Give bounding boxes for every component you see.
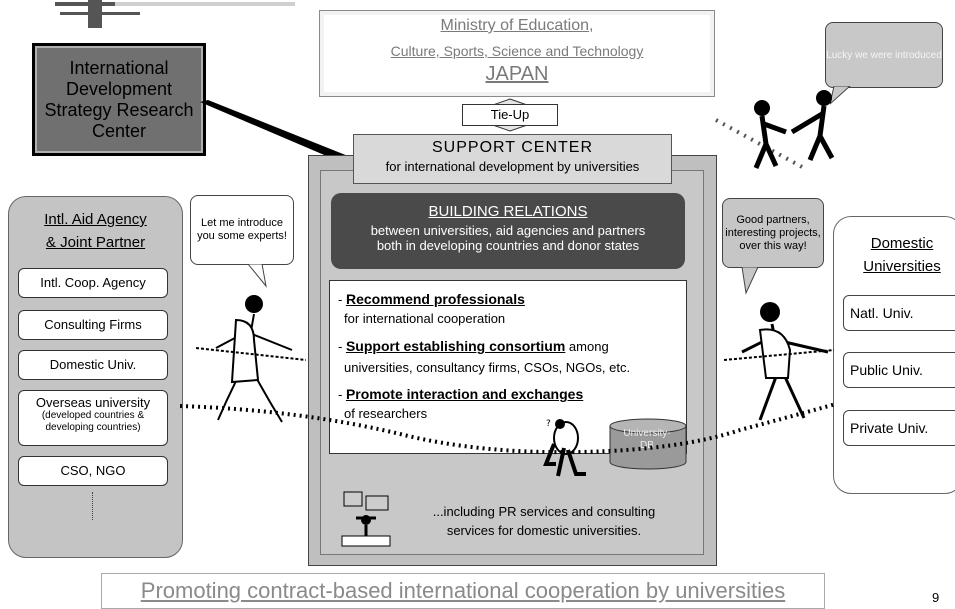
left-item-consulting-label: Consulting Firms [44,317,142,332]
callout-left-tail [247,264,267,288]
callout-right-text: Good partners, interesting projects, ove… [725,213,821,252]
support-center-title: SUPPORT CENTER [432,139,593,156]
page-number: 9 [932,590,940,605]
service-consortium-rest: among [565,339,609,354]
tie-up-label: Tie-Up [490,107,530,122]
service-item-recommend: - Recommend professionals [338,291,525,307]
pr-services-line-1: ...including PR services and consulting [432,504,656,519]
aid-agency-title: Intl. Aid Agency & Joint Partner [8,208,183,254]
support-center-subtitle: for international development by univers… [385,159,640,174]
building-relations-title: BUILDING RELATIONS [428,203,588,220]
service-item-consortium: - Support establishing consortium among [338,338,609,354]
right-item-public-univ: Public Univ. [843,352,955,388]
service-promote-desc: of researchers [344,406,428,421]
aid-agency-title-line-1: Intl. Aid Agency [44,211,147,228]
left-tug-person-icon [196,295,306,423]
right-tug-person-icon [724,302,834,421]
research-connector [200,100,358,166]
left-item-intl-coop: Intl. Coop. Agency [18,268,168,298]
footer-title: Promoting contract-based international c… [101,573,825,609]
ministry-line-1: Ministry of Education, [440,17,594,34]
left-item-consulting: Consulting Firms [18,310,168,340]
left-item-overseas-note: (developed countries & developing countr… [41,410,145,433]
building-relations-line-1: between universities, aid agencies and p… [370,223,646,238]
university-db-icon [609,418,687,470]
ministry-box: Ministry of Education, Culture, Sports, … [319,10,715,97]
building-relations-line-2: both in developing countries and donor s… [376,238,640,253]
services-box: - Recommend professionals for internatio… [329,280,687,454]
service-recommend-desc: for international cooperation [344,311,506,326]
left-item-domestic-univ-label: Domestic Univ. [49,357,137,372]
service-consortium-title: Support establishing consortium [345,338,566,354]
callout-top-right-tail [830,86,851,105]
right-item-natl-univ: Natl. Univ. [843,295,955,331]
tie-up-box: Tie-Up [462,104,558,126]
svg-text:?: ? [546,419,551,429]
left-item-cso-ngo-label: CSO, NGO [60,463,126,478]
aid-agency-title-line-2: & Joint Partner [45,234,146,251]
left-item-domestic-univ: Domestic Univ. [18,350,168,380]
domestic-universities-title-line-1: Domestic [870,235,934,252]
left-item-overseas-label: Overseas university [35,395,151,410]
pr-services-icon [341,491,391,547]
left-item-cso-ngo: CSO, NGO [18,456,168,486]
callout-left-text: Let me introduce you some experts! [197,217,287,242]
phone-person-icon: ? [543,419,586,477]
support-center-header: SUPPORT CENTER for international develop… [353,134,672,184]
building-relations-box: BUILDING RELATIONS between universities,… [331,193,685,269]
handshake-figures-icon [715,90,835,170]
callout-left: Let me introduce you some experts! [190,195,294,265]
service-recommend-title: Recommend professionals [345,291,525,307]
left-list-ellipsis [92,492,93,520]
right-item-public-univ-label: Public Univ. [850,362,923,378]
callout-top-right-text: Lucky we were introduced [826,49,942,61]
university-db-label: University-DB [623,428,671,451]
research-center-label: International Development Strategy Resea… [44,57,194,141]
domestic-universities-title: Domestic Universities [852,232,952,278]
callout-top-right: Lucky we were introduced [825,22,943,88]
pr-services-line-2: services for domestic universities. [446,523,642,538]
pr-services-text: ...including PR services and consulting … [400,502,688,540]
service-consortium-desc: universities, consultancy firms, CSOs, N… [344,360,631,375]
right-item-natl-univ-label: Natl. Univ. [850,305,914,321]
right-item-private-univ: Private Univ. [843,410,955,446]
domestic-universities-title-line-2: Universities [863,258,941,275]
research-center-box: International Development Strategy Resea… [32,43,206,156]
left-item-intl-coop-label: Intl. Coop. Agency [40,275,146,290]
ministry-line-2: Culture, Sports, Science and Technology [390,43,644,59]
callout-right: Good partners, interesting projects, ove… [722,198,824,268]
callout-right-tail [741,267,759,295]
left-item-overseas: Overseas university (developed countries… [18,390,168,446]
rope-connector [180,402,837,455]
service-promote-title: Promote interaction and exchanges [345,386,584,402]
service-item-promote: - Promote interaction and exchanges [338,386,584,402]
ministry-line-3: JAPAN [485,63,549,85]
right-item-private-univ-label: Private Univ. [850,420,929,436]
corner-decoration [55,0,295,28]
